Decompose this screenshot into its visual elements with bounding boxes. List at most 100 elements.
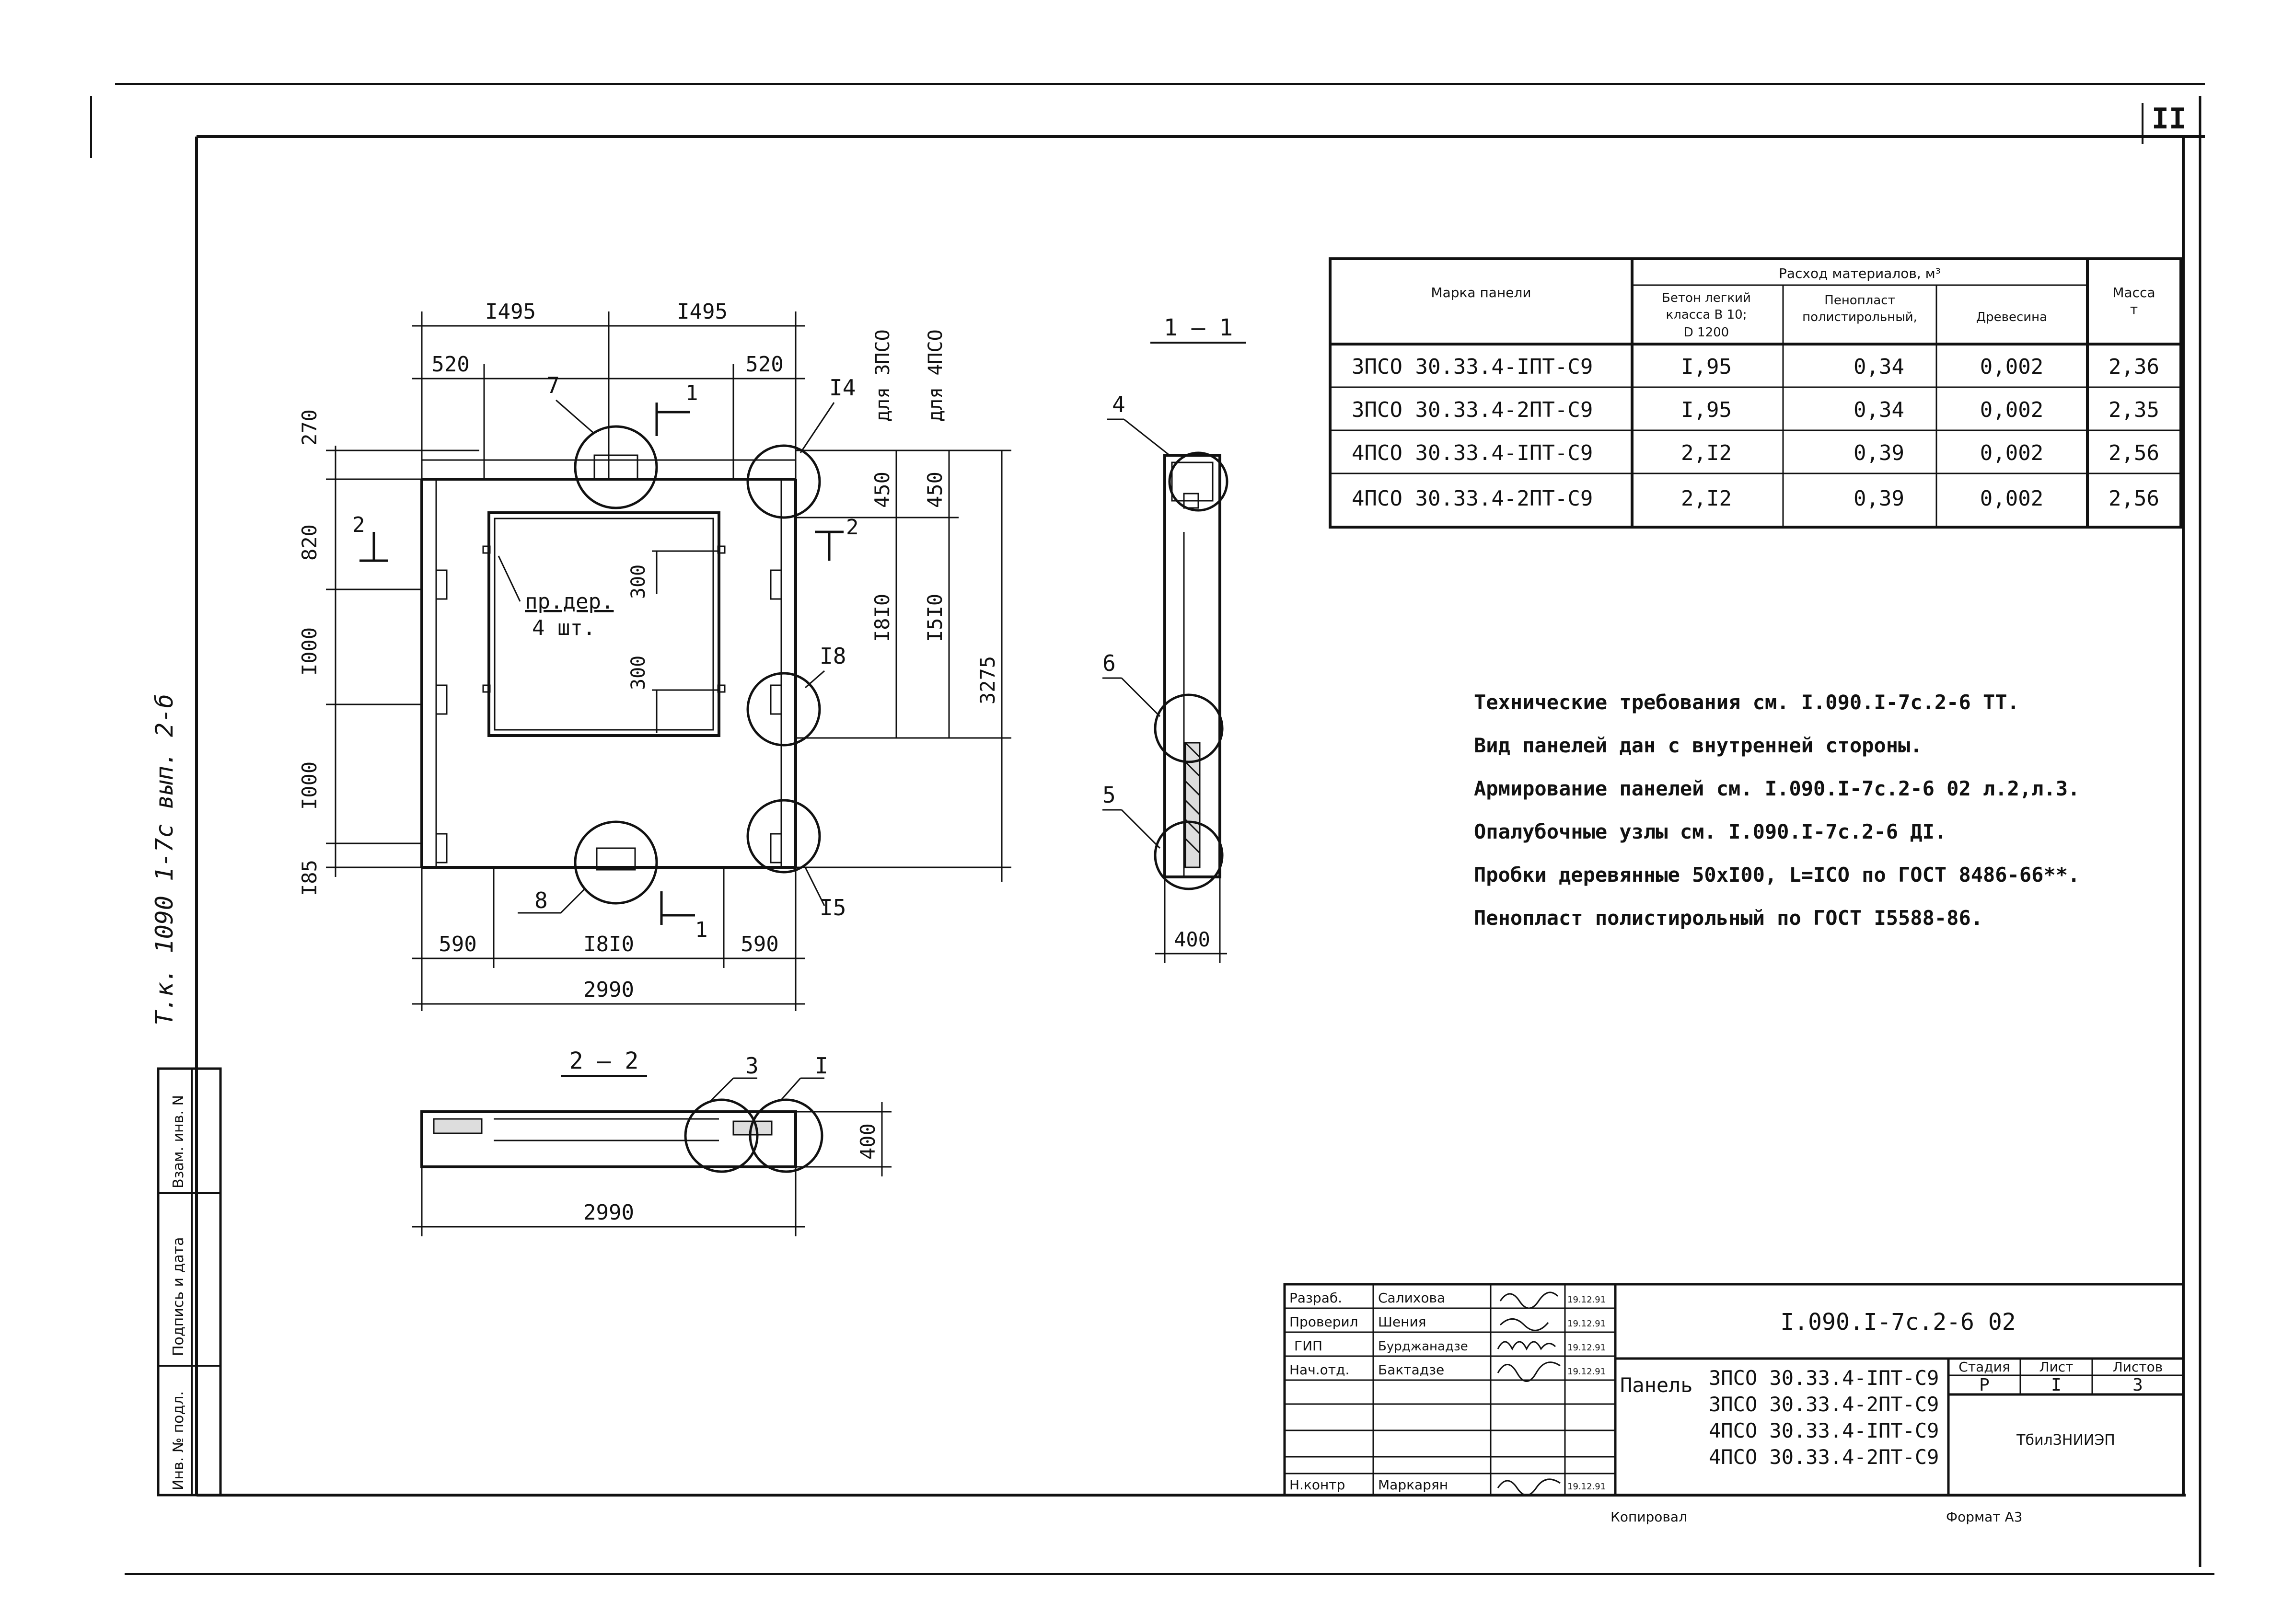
row-3-foam: 0,39 (1854, 441, 1904, 465)
dim-right-450b: 450 (923, 472, 947, 508)
tb-sheet-header: Лист (2039, 1359, 2074, 1375)
row-2-wood: 0,002 (1980, 398, 2043, 422)
callout-label-14: I4 (829, 375, 856, 401)
table-col-foam-2: полистирольный, (1802, 310, 1917, 324)
caption-copied: Копировал (1610, 1509, 1687, 1525)
row-2-concrete: I,95 (1681, 398, 1732, 422)
tb-name-checker: Шения (1378, 1314, 1426, 1330)
signature-marks (1497, 1291, 1561, 1496)
note-2: Вид панелей дан с внутренней стороны. (1474, 734, 1923, 757)
caption-format: Формат А3 (1946, 1509, 2022, 1525)
materials-table: Марка панели Расход материалов, м³ Бетон… (1329, 257, 2182, 529)
tb-date-head-dept: 19.12.91 (1567, 1367, 1606, 1377)
technical-notes: Технические требования см. I.090.I-7с.2-… (1474, 691, 2080, 930)
table-col-foam-1: Пенопласт (1824, 293, 1895, 308)
note-1: Технические требования см. I.090.I-7с.2-… (1474, 691, 2019, 714)
section-mark-2-left: 2 (352, 513, 365, 537)
callout-label-18: I8 (820, 643, 846, 669)
note-3: Армирование панелей см. I.090.I-7с.2-6 0… (1474, 777, 2080, 800)
row-4-wood: 0,002 (1980, 486, 2043, 511)
tb-name-norm-control: Маркарян (1378, 1477, 1448, 1493)
row-3-wood: 0,002 (1980, 441, 2043, 465)
tb-product-3: 4ПСО 30.33.4-IПТ-С9 (1709, 1419, 1939, 1442)
section-mark-1-top: 1 (685, 381, 698, 405)
callout-circle-8 (574, 820, 658, 905)
table-col-concrete-3: D 1200 (1684, 325, 1729, 340)
dim-left-1000a: I000 (298, 627, 321, 676)
row-4-foam: 0,39 (1854, 486, 1904, 511)
table-col-concrete-1: Бетон легкий (1662, 291, 1751, 305)
callout-circle-14 (746, 444, 821, 519)
dim-right-3275: 3275 (976, 656, 999, 704)
tb-date-norm-control: 19.12.91 (1567, 1482, 1606, 1492)
dim-left-185: I85 (298, 860, 321, 896)
row-1-mark: 3ПСО 30.33.4-IПТ-С9 (1352, 355, 1593, 379)
section-1-title: 1 — 1 (1164, 314, 1233, 341)
row-4-mass: 2,56 (2109, 486, 2159, 511)
section-1-dim-400: 400 (1174, 928, 1210, 951)
tb-name-head-dept: Бактадзе (1378, 1362, 1444, 1378)
section-2-dim-2990: 2990 (583, 1200, 634, 1225)
dim-left-1000b: I000 (298, 761, 321, 810)
row-2-mark: 3ПСО 30.33.4-2ПТ-С9 (1352, 398, 1593, 422)
callout-circle-15 (746, 799, 821, 874)
section-2-2: 2 — 2 3 I 400 2990 (412, 1048, 892, 1236)
title-block: Разраб. Салихова 19.12.91 Проверил Шения… (1283, 1283, 2185, 1497)
tb-role-checker: Проверил (1289, 1314, 1358, 1330)
table-row: 3ПСО 30.33.4-IПТ-С9 I,95 0,34 0,002 2,36 (1352, 355, 2159, 379)
label-for-3pso: для 3ПСО (872, 329, 894, 422)
dim-right-450a: 450 (870, 472, 894, 508)
tb-name-developer: Салихова (1378, 1290, 1445, 1306)
dim-right-1810: I8I0 (870, 594, 894, 642)
row-2-foam: 0,34 (1854, 398, 1904, 422)
dim-inner-300b: 300 (627, 656, 649, 690)
stamp-replace-inv: Взам. инв. N (170, 1095, 187, 1188)
note-4: Опалубочные узлы см. I.090.I-7с.2-6 ДI. (1474, 820, 1946, 843)
dim-bottom-1810: I8I0 (583, 932, 634, 956)
row-3-concrete: 2,I2 (1681, 441, 1732, 465)
table-col-mass-2: т (2130, 301, 2138, 317)
dim-top-inner-right: 520 (745, 352, 783, 377)
dim-bottom-590b: 590 (741, 932, 778, 956)
tb-doc-code: I.090.I-7с.2-6 02 (1780, 1309, 2016, 1336)
dim-top-left: I495 (485, 299, 536, 324)
callout-circle-18 (746, 672, 821, 747)
dim-left-270: 270 (298, 409, 321, 446)
tb-product-4: 4ПСО 30.33.4-2ПТ-С9 (1709, 1445, 1939, 1469)
callout-circle-7 (574, 425, 658, 509)
table-col-concrete-2: класса В 10; (1666, 308, 1747, 322)
table-col-group: Расход материалов, м³ (1779, 265, 1941, 281)
tb-product-label: Панель (1620, 1373, 1693, 1397)
side-stamp: Взам. инв. N Подпись и дата Инв. № подл. (157, 1067, 222, 1497)
row-1-mass: 2,36 (2109, 355, 2159, 379)
section-1-callout-5: 5 (1102, 782, 1116, 808)
dim-top-right: I495 (677, 299, 728, 324)
tb-role-developer: Разраб. (1289, 1290, 1342, 1306)
row-1-concrete: I,95 (1681, 355, 1732, 379)
tb-sheet-value: I (2051, 1375, 2062, 1395)
table-row: 4ПСО 30.33.4-2ПТ-С9 2,I2 0,39 0,002 2,56 (1352, 486, 2159, 511)
dim-top-inner-left: 520 (431, 352, 469, 377)
row-3-mass: 2,56 (2109, 441, 2159, 465)
callout-label-8: 8 (534, 887, 548, 913)
note-6: Пенопласт полистирольный по ГОСТ I5588-8… (1474, 906, 1983, 930)
tb-role-head-dept: Нач.отд. (1289, 1362, 1349, 1378)
tb-date-checker: 19.12.91 (1567, 1319, 1606, 1329)
section-2-title: 2 — 2 (569, 1048, 639, 1074)
row-1-wood: 0,002 (1980, 355, 2043, 379)
table-col-wood: Древесина (1976, 310, 2047, 324)
note-wood-plugs-count: 4 шт. (532, 616, 595, 640)
tb-organization: ТбилЗНИИЭП (2016, 1432, 2115, 1449)
section-mark-2-right: 2 (846, 515, 859, 540)
tb-role-chief-engineer: ГИП (1294, 1338, 1322, 1354)
section-mark-1-bottom: 1 (695, 918, 708, 942)
dim-bottom-590a: 590 (439, 932, 476, 956)
note-wood-plugs: пр.дер. (525, 589, 614, 614)
section-2-callout-1: I (815, 1053, 828, 1079)
table-col-mass-1: Масса (2112, 285, 2155, 300)
table-row: 4ПСО 30.33.4-IПТ-С9 2,I2 0,39 0,002 2,56 (1352, 441, 2159, 465)
tb-date-chief-engineer: 19.12.91 (1567, 1343, 1606, 1353)
dim-total-2990: 2990 (583, 978, 634, 1002)
tb-product-2: 3ПСО 30.33.4-2ПТ-С9 (1709, 1393, 1939, 1416)
